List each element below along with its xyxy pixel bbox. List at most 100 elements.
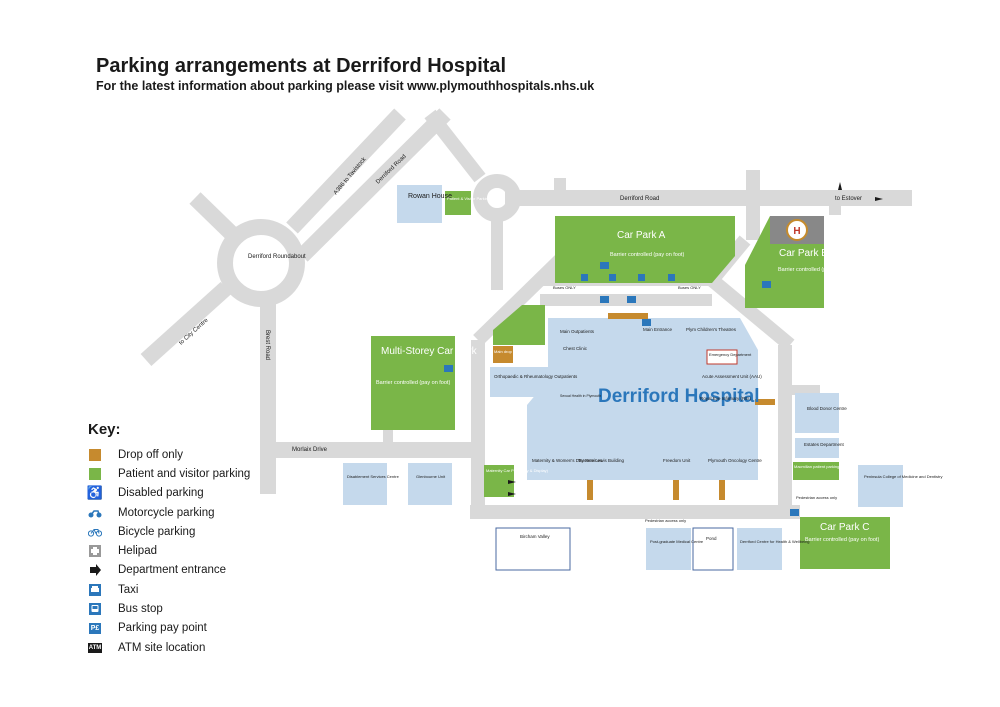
derriford-roundabout-ring: [217, 219, 305, 307]
label-morlaix: Morlaix Drive: [292, 447, 328, 453]
map-key: Drop off only Patient and visitor parkin…: [86, 445, 250, 657]
road-a386: [286, 108, 406, 234]
label-derriford-road: Derriford Road: [620, 196, 659, 202]
rowan-house-block: [397, 185, 442, 223]
key-label: Department entrance: [118, 564, 227, 577]
label-maternity-services: Maternity & Women's Day Services: [532, 458, 603, 463]
key-item: P£ Parking pay point: [88, 619, 250, 638]
key-title: Key:: [88, 421, 121, 438]
entrance-arrow-icon: [88, 563, 102, 577]
label-car-park-a: Car Park A: [617, 230, 666, 241]
key-label: Parking pay point: [118, 622, 207, 635]
bicycle-icon: [88, 525, 102, 539]
label-disablement: Disablement Services Centre: [347, 474, 400, 479]
label-peninsula: Peninsula College of Medicine and Dentis…: [864, 474, 943, 479]
label-car-park-b: Car Park B: [779, 248, 828, 259]
car-park-c-area: [800, 517, 890, 569]
label-rei: Royal Eye Infirmary (REI): [700, 396, 752, 401]
label-roundabout: Derriford Roundabout: [248, 254, 306, 260]
label-glenbourne: Glenbourne Unit: [416, 474, 446, 479]
key-label: Motorcycle parking: [118, 506, 215, 519]
helipad-icon: [786, 219, 808, 241]
taxi-icon: [88, 583, 102, 597]
motorcycle-icon: [88, 506, 102, 520]
label-oncology: Plymouth Oncology Centre: [708, 458, 762, 463]
page-subtitle: For the latest information about parking…: [96, 79, 595, 93]
label-ped-access-2: Pedestrian access only: [796, 495, 837, 500]
label-main-entrance: Main Entrance: [643, 327, 673, 332]
label-terence: Terence Lewis Building: [578, 458, 625, 463]
msc-area: [371, 336, 455, 430]
label-blood-donor: Blood Donor Centre: [807, 406, 847, 411]
key-item: Helipad: [88, 541, 250, 560]
label-macmillan: Macmillan patient parking: [794, 464, 839, 469]
label-msc-note: Barrier controlled (pay on foot): [376, 380, 450, 386]
label-buses-only-1: Buses ONLY: [553, 285, 576, 290]
key-label: Taxi: [118, 583, 139, 596]
car-park-a-area: [555, 216, 735, 283]
label-main-outpatients: Main Outpatients: [560, 329, 595, 334]
label-maternity-cp: Maternity Car Park (Pay & Display): [486, 468, 549, 473]
direction-arrows: [508, 182, 883, 496]
label-buses-only-2: Buses ONLY: [678, 285, 701, 290]
label-rowan-house: Rowan House: [408, 193, 452, 200]
key-label: Patient and visitor parking: [118, 467, 251, 480]
key-item: Patient and visitor parking: [88, 464, 250, 483]
key-item: Department entrance: [88, 561, 250, 580]
key-item: ♿ Disabled parking: [86, 484, 250, 503]
bus-icon: [88, 602, 102, 616]
label-ortho: Orthopaedic & Rheumatology Outpatients: [494, 374, 578, 379]
paypoint-icon: P£: [89, 622, 101, 634]
road-derriford-diag: [296, 108, 451, 262]
label-plym: Plym Children's Theatres: [686, 327, 737, 332]
key-label: ATM site location: [118, 641, 206, 654]
key-label: Bicycle parking: [118, 525, 196, 538]
hospital-main-block: [527, 318, 758, 480]
atm-icon: ATM: [88, 642, 102, 653]
key-label: Bus stop: [118, 603, 163, 616]
label-main-drop: Main drop off: [494, 349, 518, 354]
label-car-park-b-note: Barrier controlled (pay on foot): [778, 267, 852, 273]
label-sexual-health: Sexual Health in Plymouth: [560, 394, 601, 398]
dropoff-swatch: [88, 448, 102, 462]
key-item: Taxi: [88, 580, 250, 599]
label-brest-road: Brest Road: [264, 330, 270, 360]
key-item: Bicycle parking: [88, 522, 250, 541]
hospital-name: Derriford Hospital: [598, 386, 760, 407]
parking-layer: [371, 191, 890, 569]
road-nw: [189, 192, 238, 240]
wheelchair-icon: ♿: [86, 485, 104, 501]
label-car-park-c-note: Barrier controlled (pay on foot): [805, 537, 879, 543]
parking-swatch: [88, 467, 102, 481]
buildings-layer: [343, 185, 903, 570]
key-label: Disabled parking: [118, 487, 204, 500]
bus-stop-markers: [581, 274, 675, 303]
key-item: Drop off only: [88, 445, 250, 464]
svg-text:H: H: [793, 226, 800, 237]
key-label: Drop off only: [118, 448, 183, 461]
road-link-rb: [424, 109, 486, 183]
key-item: Bus stop: [88, 599, 250, 618]
label-ped-access-1: Pedestrian access only: [645, 518, 686, 523]
label-estates: Estates Department: [804, 442, 845, 447]
label-msc: Multi-Storey Car Park: [381, 346, 478, 357]
key-label: Helipad: [118, 545, 157, 558]
key-item: ATM ATM site location: [88, 638, 250, 657]
paypoint-markers: [444, 262, 799, 516]
label-patient-visitor: Patient & Visitor Parking: [447, 196, 490, 201]
helipad-key-icon: [88, 544, 102, 558]
road-to-city: [140, 282, 232, 366]
label-emergency: Emergency Department: [709, 352, 752, 357]
label-postgrad: Post-graduate Medical Centre: [650, 539, 704, 544]
label-car-park-c: Car Park C: [820, 522, 869, 533]
label-car-park-a-note: Barrier controlled (pay on foot): [610, 252, 684, 258]
label-pond: Pond: [706, 536, 717, 541]
label-to-estover: to Estover: [835, 196, 862, 202]
label-health-wellbeing: Derriford Centre for Health & Wellbeing: [740, 539, 810, 544]
label-aau: Acute Assessment Unit (AAU): [702, 374, 762, 379]
label-freedom: Freedom Unit: [663, 458, 691, 463]
label-bircham: Bircham Valley: [520, 534, 550, 539]
label-chest-clinic: Chest Clinic: [563, 346, 588, 351]
page-title: Parking arrangements at Derriford Hospit…: [96, 55, 507, 77]
